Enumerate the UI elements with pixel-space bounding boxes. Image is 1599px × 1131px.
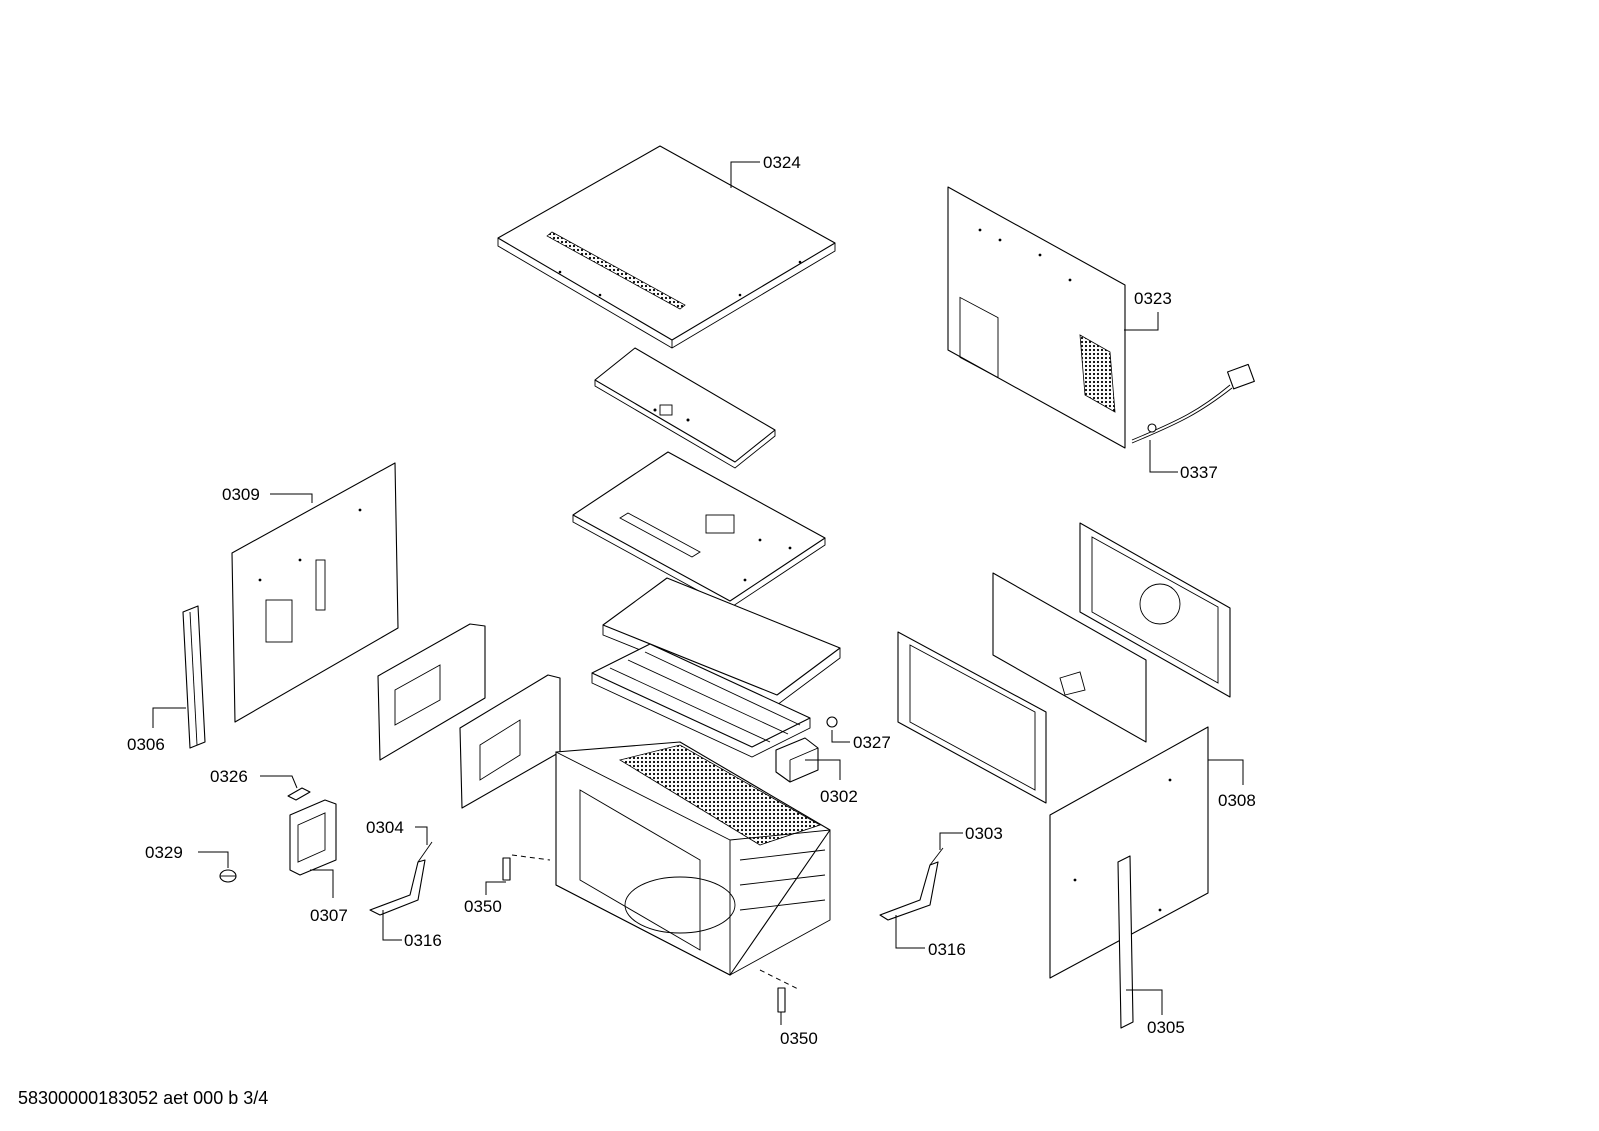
door-frame-outer — [1079, 522, 1231, 698]
label-0316-a: 0316 — [404, 931, 442, 950]
mains-cable-0337 — [1131, 363, 1255, 444]
bracket-0326 — [287, 787, 311, 801]
magnetron-0302 — [775, 737, 819, 783]
label-0303: 0303 — [965, 824, 1003, 843]
label-0309: 0309 — [222, 485, 260, 504]
label-0350-b: 0350 — [780, 1029, 818, 1048]
label-0302: 0302 — [820, 787, 858, 806]
waveguide-frame — [591, 643, 811, 758]
door-frame-mid — [992, 572, 1147, 743]
label-0308: 0308 — [1218, 791, 1256, 810]
side-panel-0309 — [231, 462, 399, 723]
side-bracket-front — [459, 674, 561, 809]
door-frame-inner — [897, 631, 1047, 804]
knob-0329 — [219, 869, 237, 883]
back-panel-0323 — [947, 186, 1126, 449]
upper-insulation-plate — [572, 451, 826, 609]
side-bracket-left — [377, 623, 486, 761]
top-cover-0324 — [497, 145, 836, 349]
label-0323: 0323 — [1134, 289, 1172, 308]
label-0350-a: 0350 — [464, 897, 502, 916]
label-0337: 0337 — [1180, 463, 1218, 482]
label-0316-b: 0316 — [928, 940, 966, 959]
leader-lines — [152, 161, 1244, 1025]
document-footer-code: 58300000183052 aet 000 b 3/4 — [18, 1088, 269, 1108]
label-0305: 0305 — [1147, 1018, 1185, 1037]
hinge-right-0316 — [879, 847, 944, 921]
label-0306: 0306 — [127, 735, 165, 754]
oven-cavity — [555, 741, 831, 976]
clip-0350-a — [502, 857, 511, 881]
front-strip-0305 — [1117, 855, 1134, 1029]
label-0307: 0307 — [310, 906, 348, 925]
sensor-0327 — [826, 716, 838, 728]
label-0326: 0326 — [210, 767, 248, 786]
side-panel-0308 — [1049, 726, 1209, 979]
fan-guard-0307 — [289, 799, 337, 876]
clip-0350-b — [777, 987, 786, 1013]
air-duct-plate — [594, 347, 776, 469]
label-0329: 0329 — [145, 843, 183, 862]
hinge-left-0316 — [369, 841, 433, 916]
label-0324: 0324 — [763, 153, 801, 172]
label-0304: 0304 — [366, 818, 404, 837]
front-strip-0306 — [182, 605, 206, 749]
label-0327: 0327 — [853, 733, 891, 752]
